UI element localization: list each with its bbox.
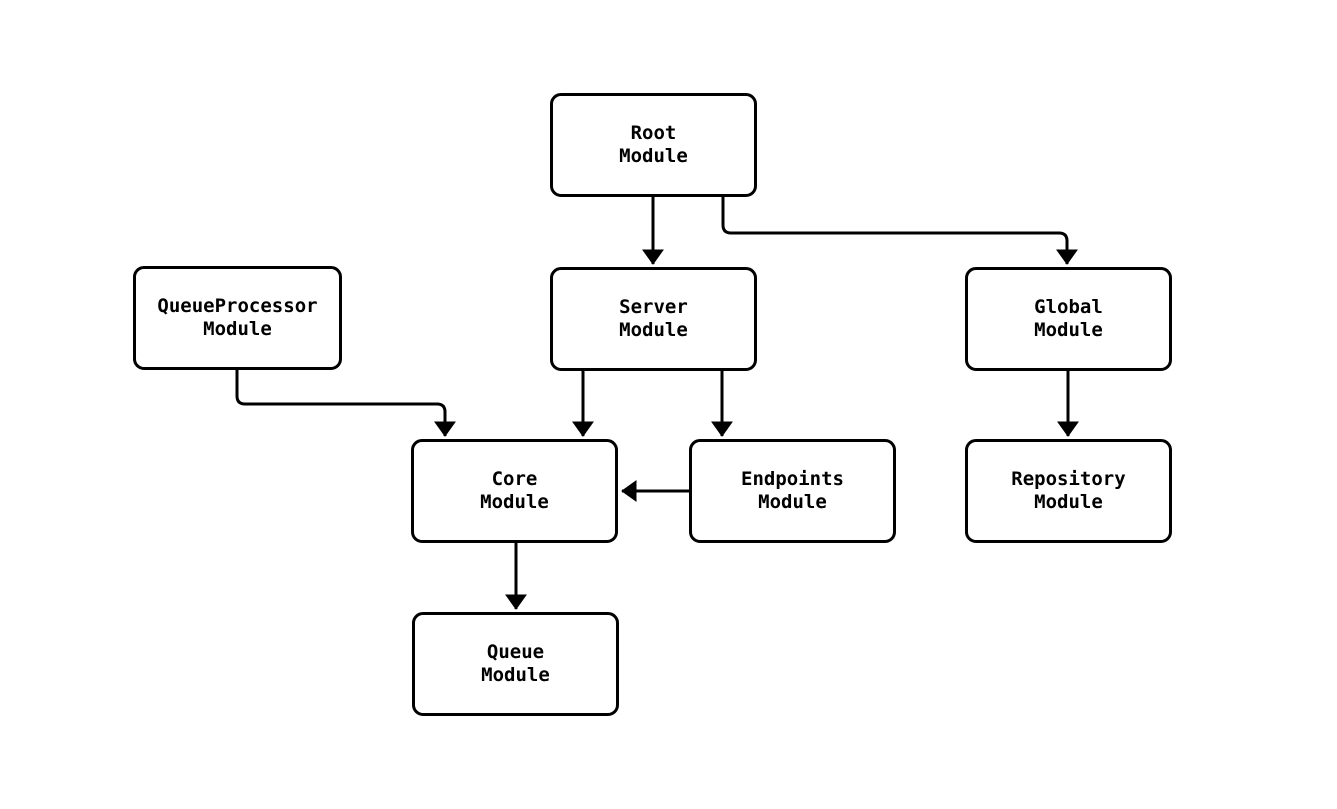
node-server-module: Server Module (550, 267, 757, 371)
node-queueprocessor-module: QueueProcessor Module (133, 266, 342, 370)
node-label: Module (481, 664, 550, 686)
node-root-module: Root Module (550, 93, 757, 197)
node-label: Module (619, 145, 688, 167)
node-label: Module (203, 318, 272, 340)
node-label: Core (491, 468, 538, 490)
node-label: Module (1034, 491, 1103, 513)
node-label: Global (1034, 296, 1103, 318)
node-label: Root (630, 122, 677, 144)
node-repository-module: Repository Module (965, 439, 1172, 543)
node-core-module: Core Module (411, 439, 618, 543)
node-label: Module (619, 319, 688, 341)
edge-queueprocessor-to-core (235, 370, 456, 437)
edge-root-to-global (721, 197, 1078, 265)
node-endpoints-module: Endpoints Module (689, 439, 896, 543)
node-label: Module (758, 491, 827, 513)
node-label: Repository (1011, 468, 1126, 490)
node-global-module: Global Module (965, 267, 1172, 371)
node-label: Endpoints (741, 468, 844, 490)
node-queue-module: Queue Module (412, 612, 619, 716)
node-label: Server (619, 296, 688, 318)
node-label: Queue (486, 641, 545, 663)
node-label: QueueProcessor (157, 295, 318, 317)
node-label: Module (1034, 319, 1103, 341)
node-label: Module (480, 491, 549, 513)
